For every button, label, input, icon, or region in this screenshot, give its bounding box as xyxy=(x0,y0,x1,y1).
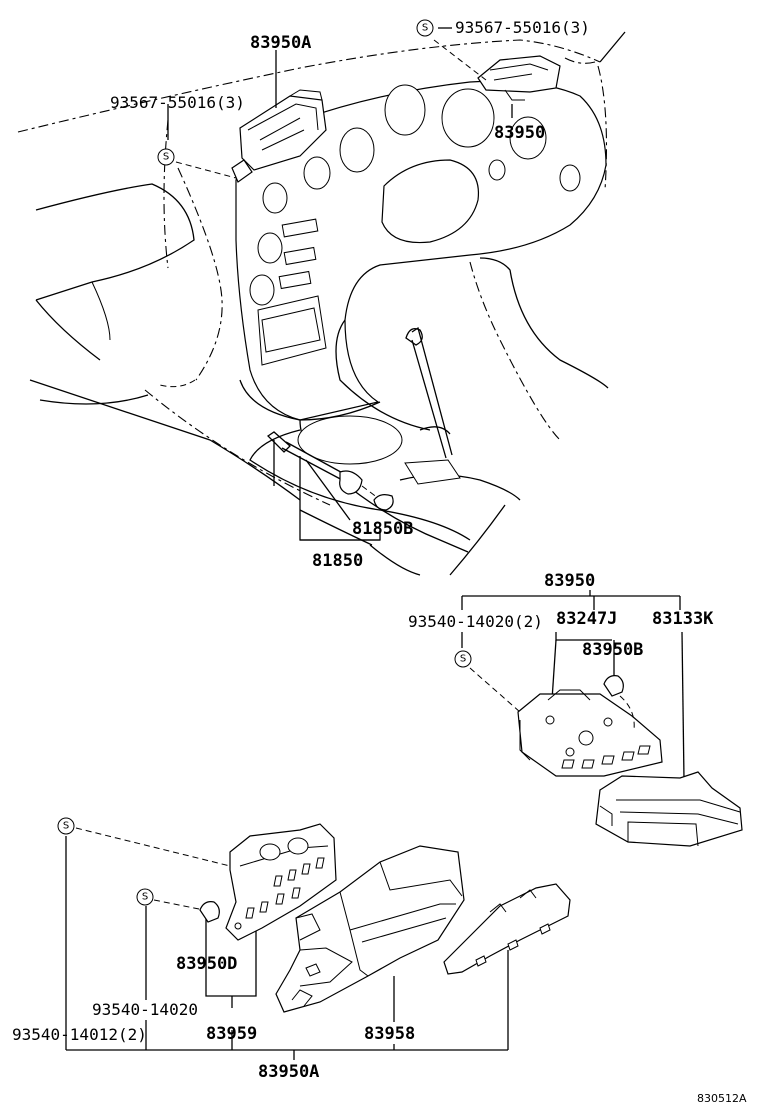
reference-code: 830512A xyxy=(697,1092,747,1105)
svg-text:S: S xyxy=(163,152,169,163)
mid-bulb xyxy=(603,675,635,731)
label-bottom-screw-inner: 93540-14020 xyxy=(92,1000,198,1019)
svg-text:S: S xyxy=(142,892,148,903)
label-mid-screw: 93540-14020(2) xyxy=(408,612,543,631)
mid-plate xyxy=(517,689,663,777)
mid-leaders xyxy=(461,590,685,781)
screw-symbol-mid: S xyxy=(454,650,472,668)
screw-symbol-bottom-left: S xyxy=(57,817,75,835)
top-leaders xyxy=(167,27,513,541)
label-mid-bulb: 83950B xyxy=(582,640,643,660)
label-bottom-assy: 83950A xyxy=(258,1062,319,1082)
svg-text:S: S xyxy=(422,23,428,34)
label-top-screw-right: 93567-55016(3) xyxy=(455,18,590,37)
screw-symbol-top-left: S xyxy=(157,148,175,166)
svg-text:S: S xyxy=(63,821,69,832)
bottom-plate xyxy=(225,823,337,941)
label-bulb-assy: 81850 xyxy=(312,551,363,571)
label-top-assy-left: 83950A xyxy=(250,33,311,53)
label-top-screw-left: 93567-55016(3) xyxy=(110,93,245,112)
label-bottom-screw-outer: 93540-14012(2) xyxy=(12,1025,147,1044)
label-bulb-socket: 81850B xyxy=(352,519,413,539)
bottom-leaders xyxy=(65,827,509,1060)
label-bottom-case: 83958 xyxy=(364,1024,415,1044)
label-mid-part-b: 83133K xyxy=(652,609,714,629)
label-bottom-bulb: 83950D xyxy=(176,954,237,974)
mid-case xyxy=(595,771,743,847)
label-mid-part-a: 83247J xyxy=(556,609,617,629)
label-mid-assy: 83950 xyxy=(544,571,595,591)
svg-text:S: S xyxy=(460,654,466,665)
bottom-bulb xyxy=(199,901,220,923)
bottom-case xyxy=(275,845,465,1013)
bottom-bracket xyxy=(443,883,571,975)
label-top-assy-right: 83950 xyxy=(494,123,545,143)
screw-symbol-top-right: S xyxy=(416,19,434,37)
label-bottom-plate: 83959 xyxy=(206,1024,257,1044)
screw-symbol-bottom-inner: S xyxy=(136,888,154,906)
dashboard-outline xyxy=(17,31,626,576)
